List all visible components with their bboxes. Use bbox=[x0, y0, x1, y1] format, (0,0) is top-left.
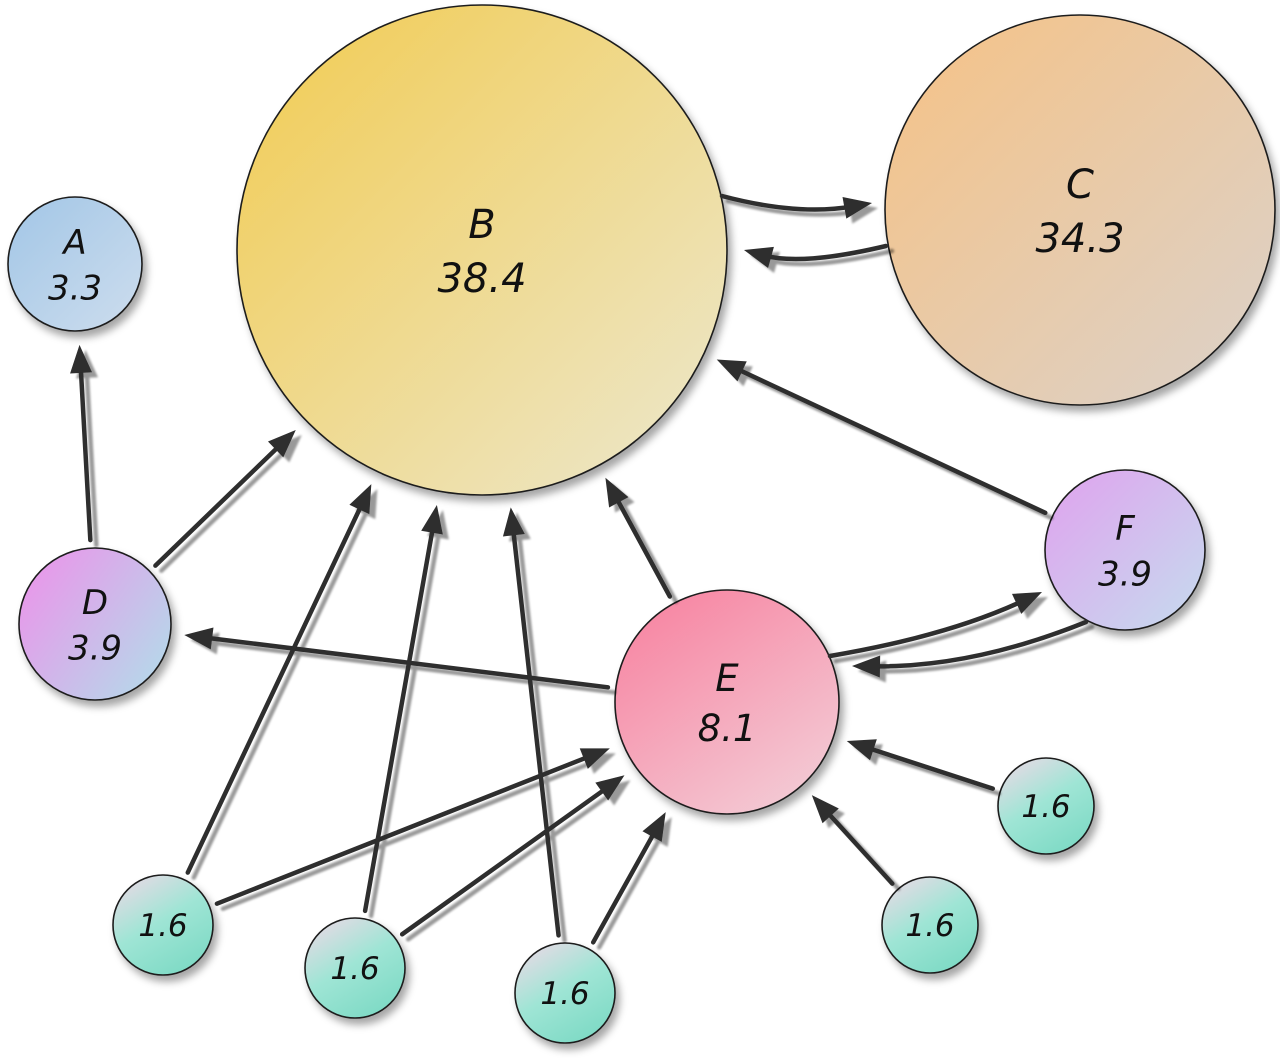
arrowhead-icon bbox=[267, 429, 296, 458]
node-J-circle bbox=[881, 876, 979, 974]
node-I-circle bbox=[514, 942, 616, 1044]
node-G-circle bbox=[112, 874, 214, 976]
node-H-circle bbox=[304, 917, 406, 1019]
edge-F-B bbox=[716, 359, 1048, 516]
edge-E-B bbox=[605, 477, 673, 599]
edge-line bbox=[185, 499, 366, 875]
edge-I-B bbox=[502, 507, 561, 938]
arrowhead-icon bbox=[421, 505, 443, 535]
edge-J-E bbox=[811, 795, 895, 886]
node-F-circle bbox=[1044, 469, 1206, 631]
edge-G-E bbox=[214, 748, 610, 906]
node-C: C 34.3 bbox=[884, 14, 1276, 406]
arrowhead-icon bbox=[605, 477, 629, 508]
edge-G-B bbox=[185, 484, 372, 875]
edge-F-E bbox=[852, 619, 1089, 678]
edge-line bbox=[612, 493, 673, 599]
edge-line bbox=[590, 827, 659, 945]
node-B-value: 38.4 bbox=[437, 256, 526, 302]
edge-H-B bbox=[362, 505, 443, 914]
arrowhead-icon bbox=[846, 739, 877, 761]
node-A-label: A bbox=[61, 223, 86, 263]
edge-E-D bbox=[184, 627, 611, 690]
node-D-label: D bbox=[82, 583, 108, 623]
node-H: 1.6 bbox=[304, 917, 406, 1019]
node-B-label: B bbox=[468, 202, 495, 248]
arrowhead-icon bbox=[842, 197, 872, 219]
node-D: D 3.9 bbox=[18, 547, 172, 701]
node-E: E 8.1 bbox=[614, 589, 840, 815]
node-J-value: 1.6 bbox=[905, 908, 954, 944]
edge-I-E bbox=[590, 812, 666, 945]
edge-D-B bbox=[153, 429, 296, 568]
edge-C-B bbox=[744, 243, 889, 269]
edge-line bbox=[732, 365, 1048, 516]
node-H-value: 1.6 bbox=[330, 951, 379, 987]
node-G-value: 1.6 bbox=[138, 908, 187, 944]
edge-line bbox=[869, 619, 1089, 669]
arrowhead-icon bbox=[642, 812, 666, 842]
arrowhead-icon bbox=[70, 344, 93, 374]
edge-line bbox=[214, 753, 594, 906]
arrowhead-icon bbox=[716, 359, 747, 382]
edge-line bbox=[399, 784, 611, 937]
edge-H-E bbox=[399, 775, 625, 937]
edge-line bbox=[823, 807, 895, 886]
node-A-circle bbox=[7, 196, 143, 332]
node-E-label: E bbox=[715, 657, 739, 700]
arrowhead-icon bbox=[502, 507, 525, 537]
node-A-value: 3.3 bbox=[48, 269, 102, 309]
arrowhead-icon bbox=[1011, 592, 1042, 614]
node-G: 1.6 bbox=[112, 874, 214, 976]
edge-line bbox=[761, 243, 889, 262]
node-K: 1.6 bbox=[997, 757, 1095, 855]
node-F-label: F bbox=[1115, 509, 1135, 549]
node-I-value: 1.6 bbox=[540, 976, 589, 1012]
edge-line bbox=[719, 193, 855, 212]
arrowhead-icon bbox=[852, 655, 881, 678]
node-C-value: 34.3 bbox=[1035, 216, 1124, 262]
node-J: 1.6 bbox=[881, 876, 979, 974]
node-D-circle bbox=[18, 547, 172, 701]
node-A: A 3.3 bbox=[7, 196, 143, 332]
arrowhead-icon bbox=[349, 484, 372, 515]
node-I: 1.6 bbox=[514, 942, 616, 1044]
edge-line bbox=[863, 745, 996, 791]
node-D-value: 3.9 bbox=[68, 629, 122, 669]
edge-D-A bbox=[70, 344, 93, 543]
arrowhead-icon bbox=[744, 246, 774, 269]
arrowhead-icon bbox=[595, 775, 625, 801]
node-E-value: 8.1 bbox=[698, 707, 757, 750]
edges-layer bbox=[70, 193, 1089, 945]
arrowhead-icon bbox=[811, 795, 839, 824]
node-K-circle bbox=[997, 757, 1095, 855]
node-C-circle bbox=[884, 14, 1276, 406]
edge-line bbox=[362, 522, 436, 914]
edge-line bbox=[201, 635, 611, 690]
edge-line bbox=[827, 598, 1027, 659]
arrowhead-icon bbox=[579, 748, 610, 769]
node-K-value: 1.6 bbox=[1021, 789, 1070, 825]
node-C-label: C bbox=[1066, 162, 1094, 208]
edge-B-C bbox=[719, 193, 872, 219]
node-B: B 38.4 bbox=[236, 4, 728, 496]
edge-K-E bbox=[846, 739, 996, 791]
node-F-value: 3.9 bbox=[1098, 555, 1152, 595]
edge-line bbox=[153, 441, 284, 568]
edge-line bbox=[510, 525, 561, 938]
nodes-layer: A 3.3 B 38.4 C 34.3D 3.9E 8.1 F 3.9 1.6 1.6 1.6 1.6 1.… bbox=[7, 4, 1276, 1044]
edge-E-F bbox=[827, 592, 1042, 659]
edge-line bbox=[78, 362, 93, 543]
arrowhead-icon bbox=[184, 627, 214, 650]
node-E-circle bbox=[614, 589, 840, 815]
node-B-circle bbox=[236, 4, 728, 496]
node-F: F 3.9 bbox=[1044, 469, 1206, 631]
